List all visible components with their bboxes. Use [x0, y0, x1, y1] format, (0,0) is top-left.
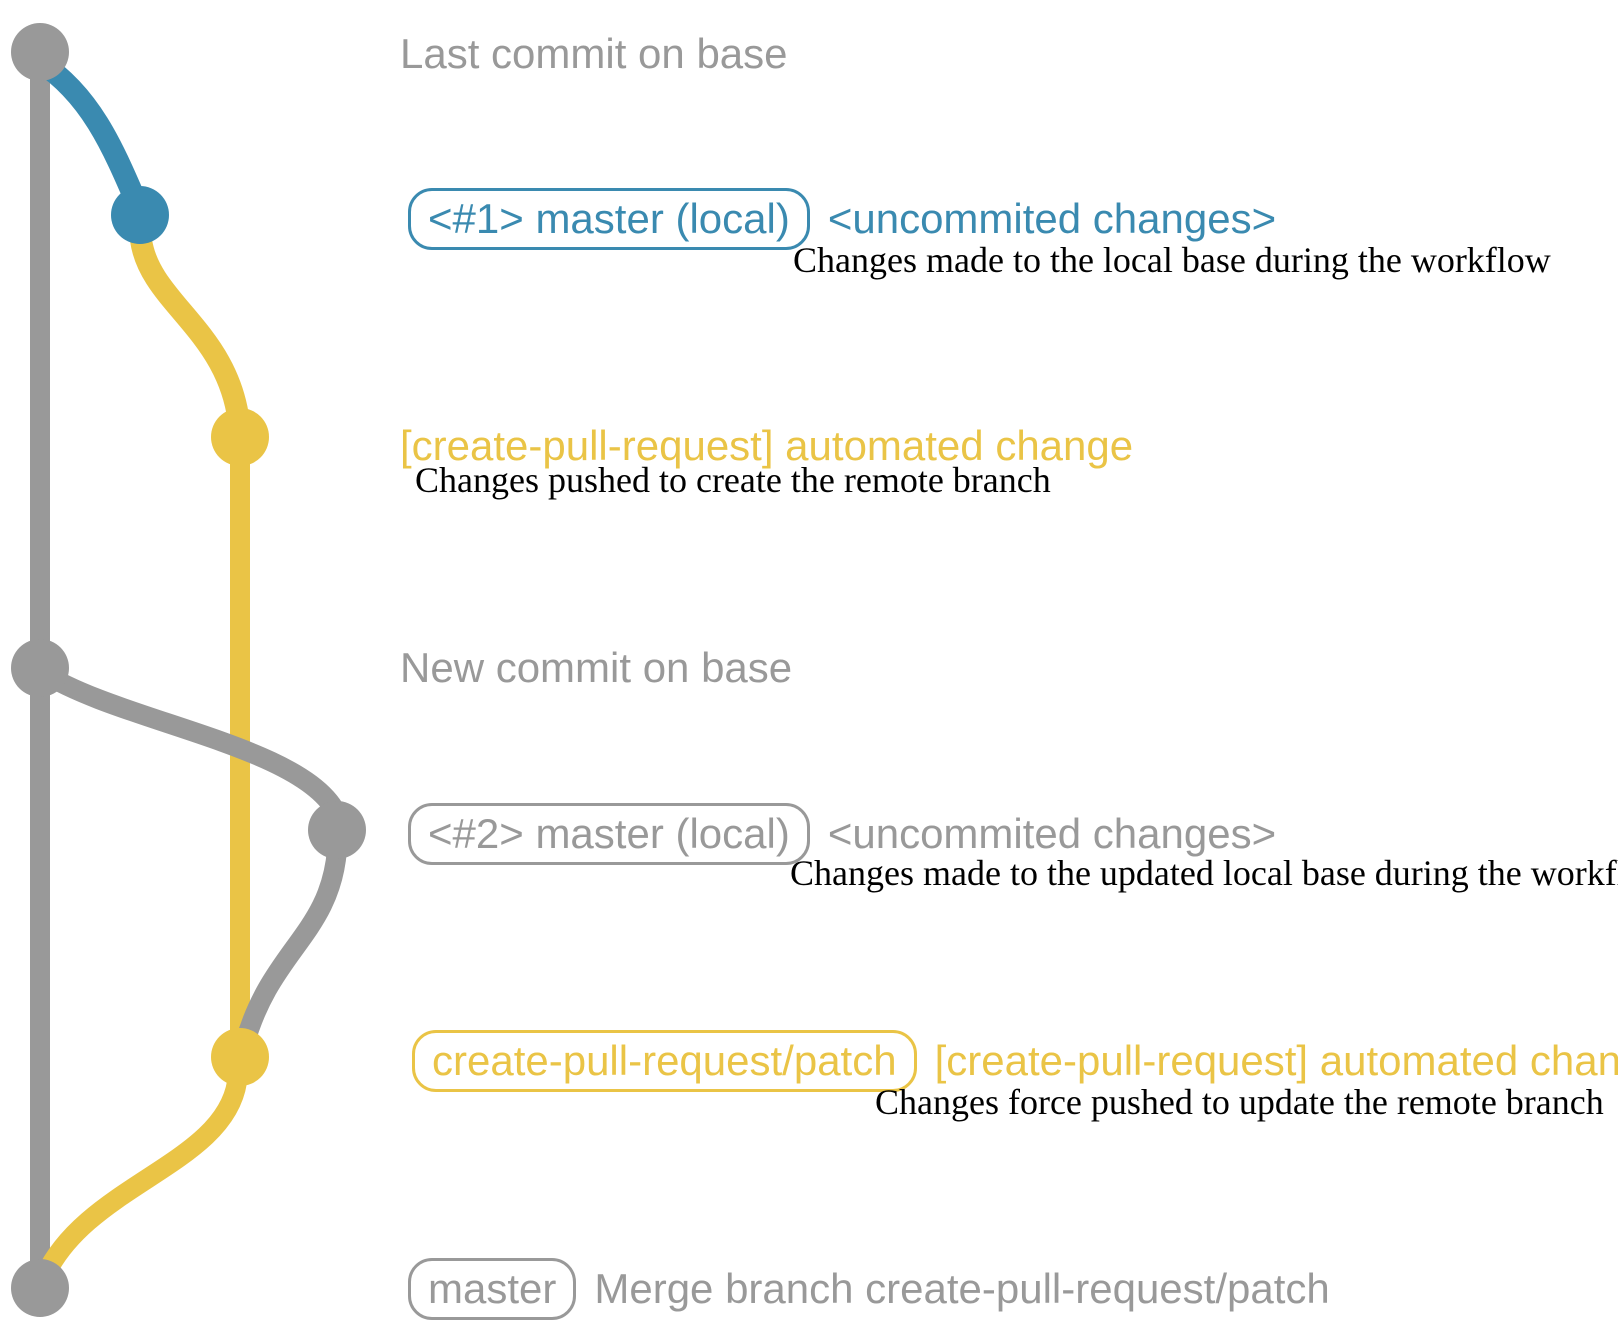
push1-row: [create-pull-request] automated change	[400, 415, 1133, 477]
commit-dot-new-base	[11, 639, 69, 697]
last-commit-label: Last commit on base	[400, 29, 788, 77]
commit-dot-merge	[11, 1259, 69, 1317]
local-master-2-branch-out-curve	[32, 662, 346, 822]
commit-dot-last-base	[11, 23, 69, 81]
local-master-2-force-push-curve	[234, 840, 347, 1056]
commit2-description: Changes made to the updated local base d…	[790, 853, 1618, 893]
commit1-description: Changes made to the local base during th…	[793, 240, 1551, 280]
merge-message-label: Merge branch create-pull-request/patch	[594, 1264, 1330, 1312]
push1-description: Changes pushed to create the remote bran…	[415, 460, 1051, 500]
push2-row: create-pull-request/patch [create-pull-r…	[412, 1030, 1618, 1092]
commit2-branch-badge: <#2> master (local)	[408, 803, 810, 865]
new-commit-row: New commit on base	[400, 637, 792, 699]
merge-row: master Merge branch create-pull-request/…	[408, 1258, 1330, 1320]
commit-dot-patch-2	[211, 1028, 269, 1086]
commit1-message-label: <uncommited changes>	[827, 194, 1277, 242]
commit-dot-patch-1	[211, 408, 269, 466]
commit1-branch-badge: <#1> master (local)	[408, 188, 810, 250]
commit-dot-local-1	[111, 186, 169, 244]
commit-dot-local-2	[308, 801, 366, 859]
new-commit-label: New commit on base	[400, 643, 793, 691]
push2-branch-badge: create-pull-request/patch	[412, 1030, 917, 1092]
push2-message-label: [create-pull-request] automated change	[934, 1036, 1618, 1084]
merge-branch-badge: master	[408, 1258, 577, 1320]
commit2-message-label: <uncommited changes>	[827, 809, 1277, 857]
push1-message-label: [create-pull-request] automated change	[400, 421, 1134, 469]
patch-branch-upper-curve	[130, 229, 251, 445]
patch-merge-curve	[34, 1072, 247, 1288]
commit1-row: <#1> master (local) <uncommited changes>	[408, 188, 1276, 250]
last-commit-row: Last commit on base	[400, 23, 788, 85]
push2-description: Changes force pushed to update the remot…	[875, 1082, 1604, 1122]
commit2-row: <#2> master (local) <uncommited changes>	[408, 803, 1276, 865]
local-master-1-branch-curve	[29, 51, 149, 217]
